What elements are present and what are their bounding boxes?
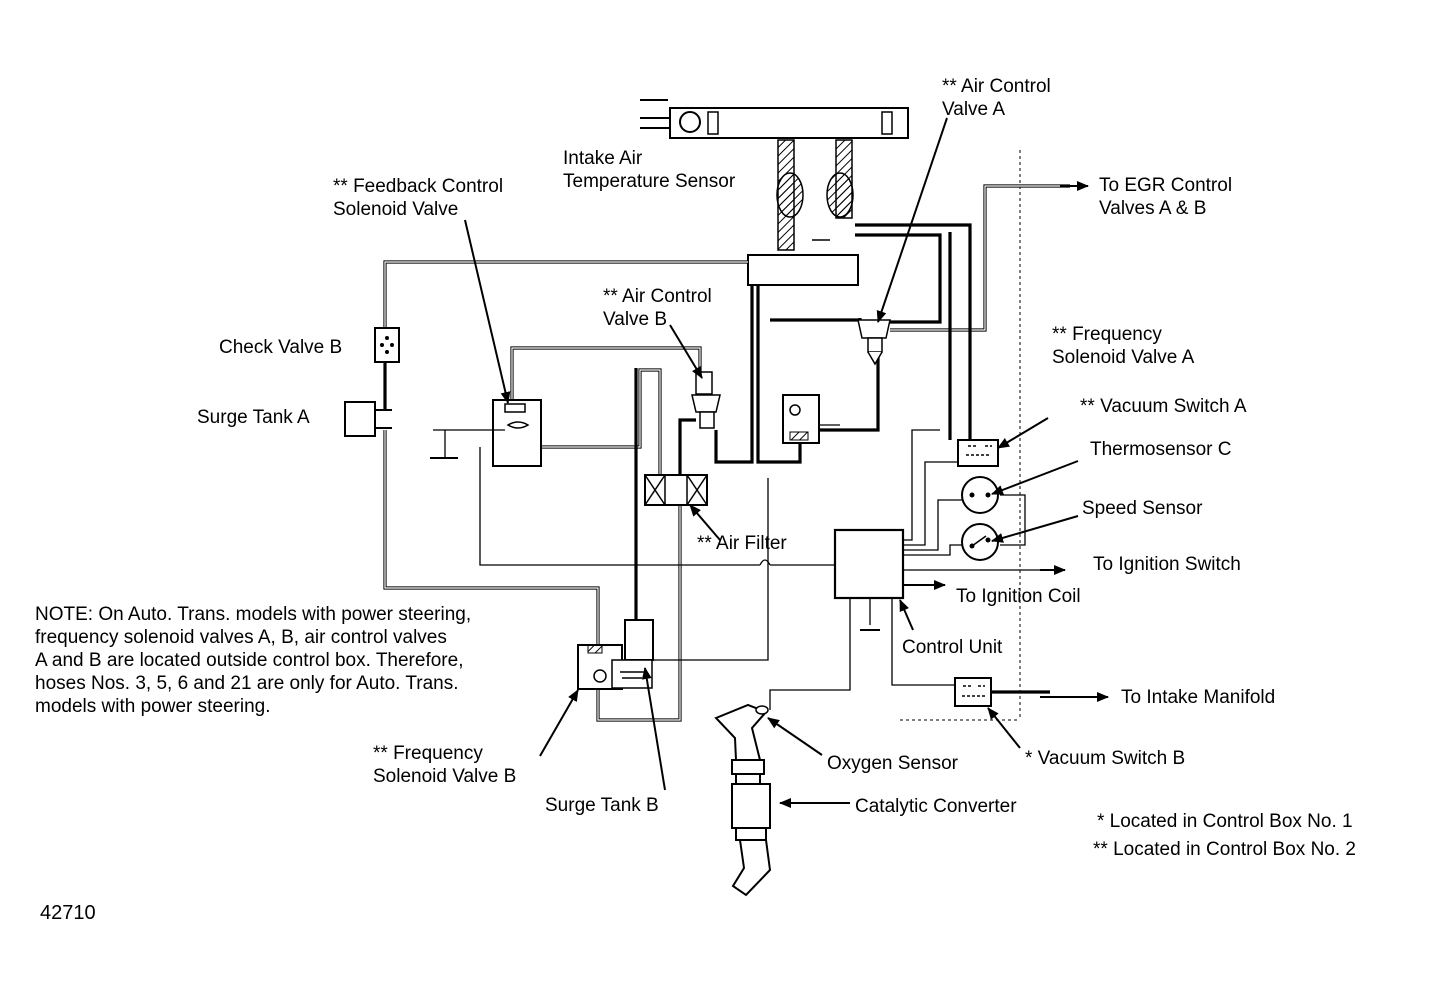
- frequency-solenoid-valve-a: [782, 394, 855, 444]
- vacuum-hoses: [383, 184, 1070, 722]
- speed-sensor: [961, 523, 999, 561]
- label-control-unit: Control Unit: [902, 637, 1003, 658]
- intake-air-sensor-icon: [679, 111, 701, 133]
- legend-control-box-1: * Located in Control Box No. 1: [1097, 811, 1353, 832]
- label-surge-tank-a: Surge Tank A: [197, 407, 310, 428]
- check-valve-b: [374, 327, 400, 363]
- feedback-control-solenoid: [430, 399, 542, 467]
- air-control-valve-a: [857, 319, 891, 366]
- label-thermosensor-c: Thermosensor C: [1090, 439, 1232, 460]
- legend-control-box-2: ** Located in Control Box No. 2: [1093, 839, 1356, 860]
- figure-number: 42710: [40, 902, 96, 924]
- vacuum-switch-b: [954, 677, 1050, 707]
- label-check-valve-b: Check Valve B: [219, 337, 342, 358]
- label-surge-tank-b: Surge Tank B: [545, 795, 659, 816]
- label-speed-sensor: Speed Sensor: [1082, 498, 1203, 519]
- surge-tank-b: [611, 619, 654, 689]
- label-to-ignition-switch: To Ignition Switch: [1093, 554, 1241, 575]
- note-text: NOTE: On Auto. Trans. models with power …: [35, 604, 476, 717]
- label-oxygen-sensor: Oxygen Sensor: [827, 753, 959, 774]
- control-unit: [833, 528, 905, 600]
- label-vacuum-switch-b: * Vacuum Switch B: [1025, 748, 1185, 769]
- air-control-valve-b: [691, 371, 721, 429]
- surge-tank-a: [344, 401, 392, 437]
- label-air-filter: ** Air Filter: [697, 533, 787, 554]
- air-filter: [644, 474, 708, 506]
- throttle-body: [640, 99, 909, 286]
- label-to-intake-manifold: To Intake Manifold: [1121, 687, 1275, 708]
- label-vacuum-switch-a: ** Vacuum Switch A: [1080, 396, 1247, 417]
- label-to-ignition-coil: To Ignition Coil: [956, 586, 1081, 607]
- leader-lines: [464, 117, 1079, 808]
- thermosensor-c: [961, 476, 999, 514]
- label-catalytic-converter: Catalytic Converter: [855, 796, 1017, 817]
- vacuum-switch-a: [957, 439, 999, 467]
- exhaust-pipe: [714, 703, 772, 897]
- electrical-wiring: [479, 429, 1040, 710]
